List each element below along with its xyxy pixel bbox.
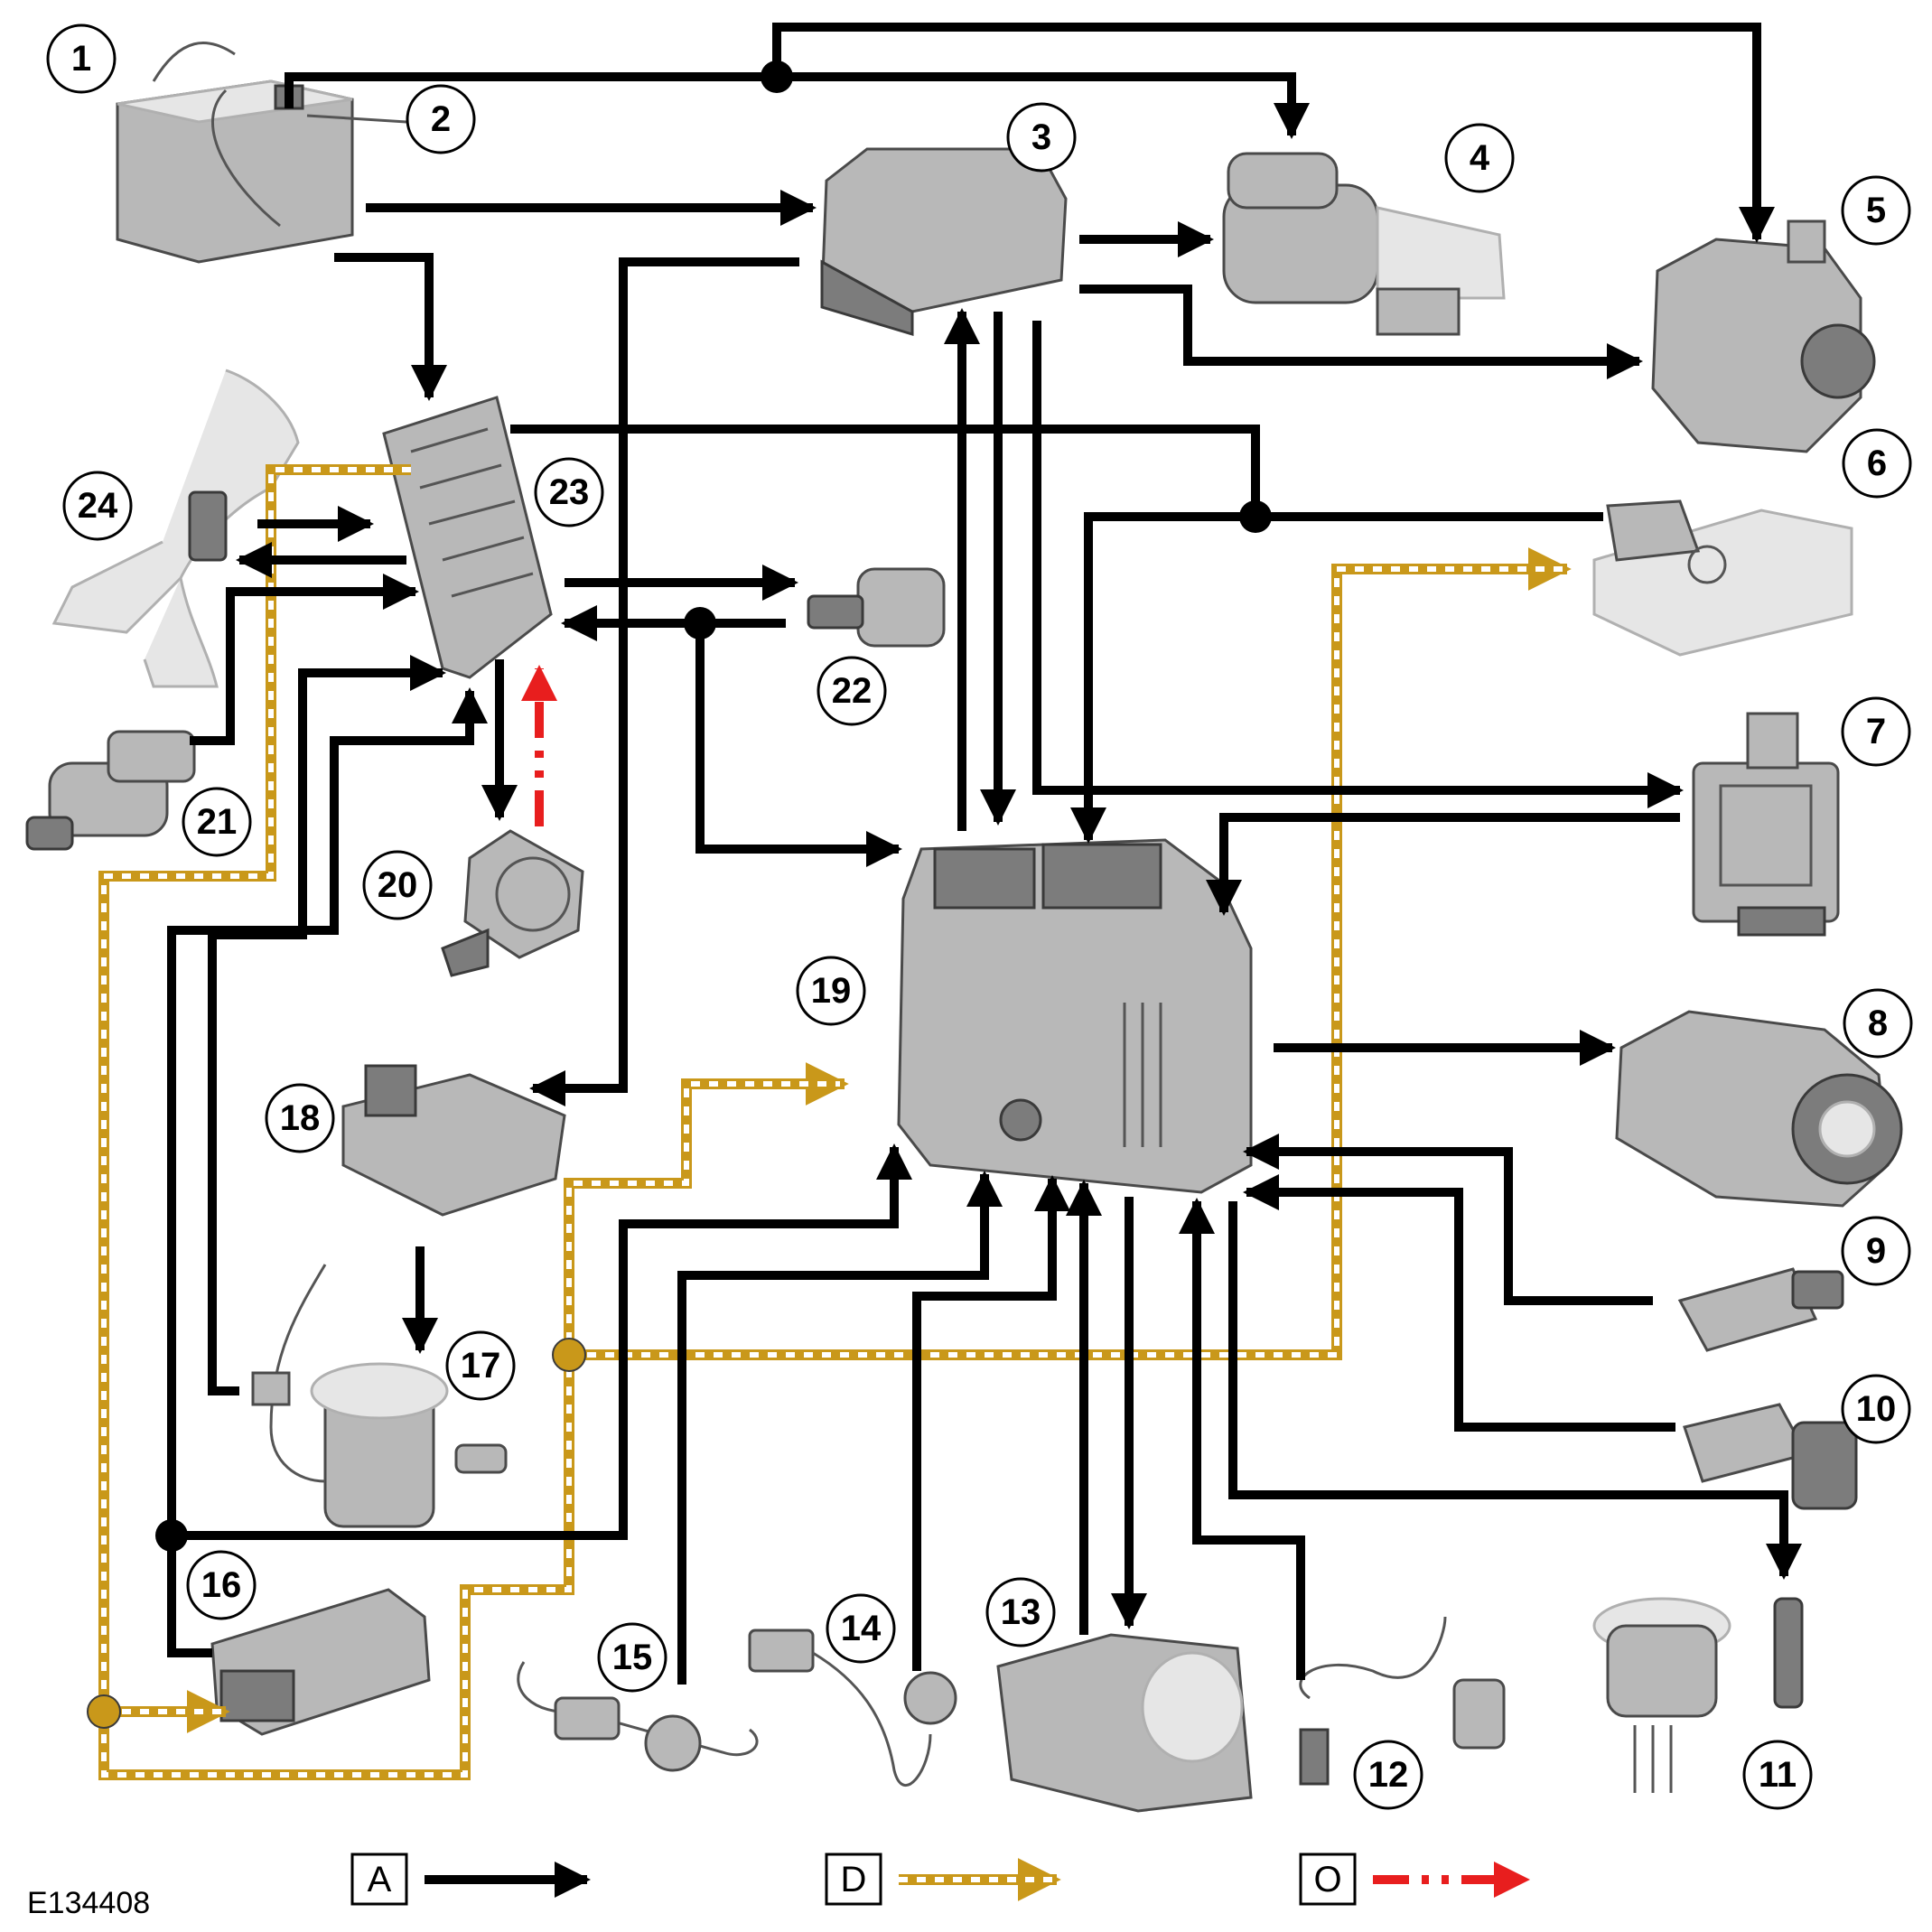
- svg-text:23: 23: [549, 472, 590, 512]
- network-a-junction: [684, 607, 716, 639]
- callout-3: 3: [1006, 102, 1077, 173]
- legend: A D O: [350, 1853, 1530, 1906]
- svg-text:4: 4: [1470, 138, 1490, 178]
- callout-23: 23: [534, 457, 604, 527]
- svg-text:15: 15: [612, 1638, 653, 1677]
- sensor-12-component: [1299, 1616, 1506, 1786]
- callout-19: 19: [796, 956, 866, 1026]
- svg-text:22: 22: [832, 671, 873, 711]
- callout-17: 17: [445, 1330, 516, 1401]
- callout-22: 22: [817, 656, 887, 726]
- callout-5: 5: [1841, 175, 1911, 246]
- svg-text:13: 13: [1001, 1592, 1041, 1632]
- callout-13: 13: [985, 1577, 1056, 1647]
- svg-text:14: 14: [841, 1609, 882, 1648]
- network-d-lines: [87, 464, 1572, 1780]
- callout-8: 8: [1843, 988, 1913, 1059]
- callout-15: 15: [597, 1622, 667, 1693]
- callout-21: 21: [182, 787, 252, 857]
- generator-component: [1651, 219, 1876, 453]
- legend-item-o: O: [1299, 1853, 1530, 1906]
- svg-text:12: 12: [1368, 1755, 1409, 1795]
- fuel-pump-control-module-component: [341, 1064, 566, 1217]
- component-22: [807, 567, 946, 648]
- network-a-junction: [761, 61, 793, 93]
- svg-text:5: 5: [1866, 191, 1886, 230]
- engine-control-module-component: [897, 838, 1253, 1194]
- network-a-junction: [1239, 500, 1272, 533]
- network-d-junction: [87, 1694, 121, 1729]
- callout-20: 20: [362, 850, 433, 920]
- restraints-control-module-component: [210, 1588, 431, 1736]
- svg-text:1: 1: [71, 39, 91, 79]
- svg-text:10: 10: [1856, 1389, 1897, 1429]
- central-junction-box-component: [382, 396, 553, 679]
- svg-text:A: A: [368, 1860, 392, 1899]
- svg-text:7: 7: [1866, 712, 1886, 751]
- callout-2: 2: [306, 84, 476, 154]
- network-d-junction: [552, 1338, 586, 1372]
- callout-1: 1: [46, 23, 117, 94]
- legend-item-d: D: [825, 1853, 1061, 1906]
- throttle-body-component: [996, 1633, 1253, 1813]
- callout-6: 6: [1842, 428, 1912, 499]
- svg-text:8: 8: [1868, 1003, 1888, 1043]
- ac-compressor-component: [1615, 1010, 1903, 1208]
- starter-motor-component: [1222, 152, 1506, 336]
- callout-9: 9: [1841, 1216, 1911, 1286]
- callout-4: 4: [1444, 123, 1515, 193]
- sensor-9-component: [1677, 1267, 1844, 1352]
- sensor-15-component: [517, 1661, 759, 1772]
- accelerator-pedal-component: [51, 369, 300, 688]
- callout-12: 12: [1353, 1740, 1423, 1810]
- sensor-10-component: [1683, 1403, 1858, 1510]
- svg-text:11: 11: [1759, 1755, 1797, 1795]
- svg-text:D: D: [841, 1860, 867, 1899]
- callout-7: 7: [1841, 696, 1911, 767]
- svg-text:2: 2: [431, 99, 451, 139]
- power-distribution-box-component: [820, 147, 1068, 337]
- svg-text:17: 17: [461, 1346, 501, 1386]
- svg-text:3: 3: [1031, 117, 1051, 157]
- svg-text:9: 9: [1866, 1231, 1886, 1271]
- network-a-lines: [155, 23, 1802, 1685]
- svg-text:6: 6: [1867, 443, 1887, 483]
- callout-10: 10: [1841, 1374, 1911, 1444]
- callout-24: 24: [62, 471, 133, 541]
- svg-text:18: 18: [280, 1098, 321, 1138]
- fuel-pump-17-component: [251, 1264, 508, 1528]
- svg-text:24: 24: [78, 486, 118, 526]
- callout-14: 14: [826, 1593, 896, 1664]
- svg-text:21: 21: [197, 802, 238, 842]
- control-module-7-component: [1692, 712, 1840, 937]
- module-20-component: [441, 829, 584, 977]
- fuel-pump-11-component: [1592, 1597, 1804, 1793]
- figure-reference: E134408: [27, 1886, 150, 1920]
- svg-text:16: 16: [201, 1565, 242, 1605]
- svg-text:20: 20: [378, 865, 418, 905]
- callout-11: 11: [1742, 1740, 1813, 1810]
- legend-item-a: A: [350, 1853, 591, 1906]
- callout-18: 18: [265, 1083, 335, 1153]
- knock-sensor-component: [748, 1629, 957, 1787]
- svg-text:O: O: [1313, 1860, 1341, 1899]
- network-a-junction: [155, 1519, 188, 1552]
- callout-16: 16: [186, 1550, 257, 1620]
- actuator-component: [1592, 499, 1853, 657]
- starter-21-component: [25, 730, 196, 851]
- svg-text:19: 19: [811, 971, 852, 1011]
